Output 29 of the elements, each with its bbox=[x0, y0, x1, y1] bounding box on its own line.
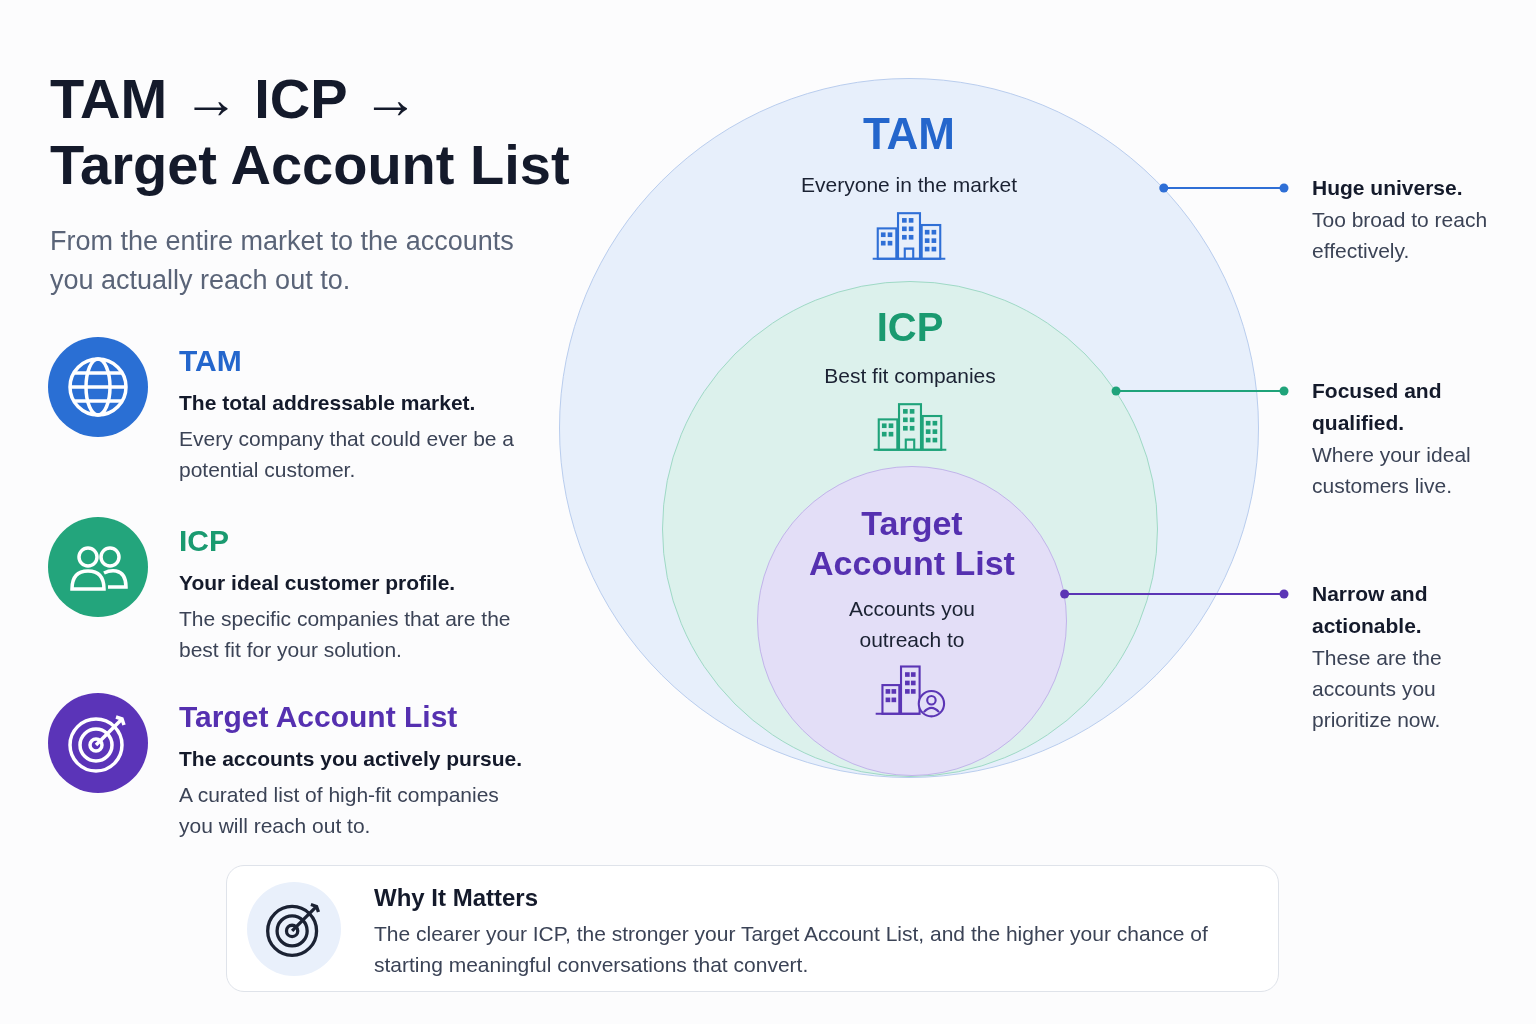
circle-title: TAM bbox=[861, 109, 956, 159]
leader-line bbox=[1159, 183, 1289, 193]
leader-line bbox=[1060, 589, 1289, 599]
row-description: The specific companies that are the best fit for your solution. bbox=[179, 606, 512, 663]
row-summary: The total addressable market. bbox=[179, 390, 476, 416]
row-summary: The accounts you actively pursue. bbox=[179, 746, 523, 772]
subtitle: From the entire market to the accounts you actually reach out to. bbox=[50, 225, 515, 297]
page-title: TAM → ICP → Target Account List bbox=[50, 66, 571, 198]
callout-text: These are the accounts you prioritize now. bbox=[1312, 645, 1443, 733]
row-summary: Your ideal customer profile. bbox=[179, 570, 456, 596]
callout-heading: Focused and qualified. bbox=[1312, 378, 1443, 436]
leader-line bbox=[1111, 386, 1289, 396]
circle-description: Accounts you outreach to bbox=[847, 596, 977, 653]
card-text: The clearer your ICP, the stronger your Target Account List, and the higher your chance of starting meaningful conversations that convert. bbox=[374, 921, 1209, 978]
row-heading: ICP bbox=[179, 523, 229, 559]
circle-description: Everyone in the market bbox=[800, 172, 1018, 198]
circle-title: ICP bbox=[875, 304, 945, 350]
row-description: Every company that could ever be a potential customer. bbox=[179, 426, 515, 483]
row-description: A curated list of high-fit companies you will reach out to. bbox=[179, 782, 500, 839]
callout-heading: Narrow and actionable. bbox=[1312, 581, 1429, 639]
callout-heading: Huge universe. bbox=[1312, 175, 1464, 201]
callout-text: Where your ideal customers live. bbox=[1312, 442, 1472, 499]
row-heading: TAM bbox=[179, 343, 242, 379]
card-heading: Why It Matters bbox=[374, 883, 538, 913]
row-heading: Target Account List bbox=[179, 699, 458, 735]
circle-description: Best fit companies bbox=[823, 363, 997, 389]
info-card bbox=[226, 865, 1279, 992]
callout-text: Too broad to reach effectively. bbox=[1312, 207, 1489, 264]
circle-title: Target Account List bbox=[808, 503, 1016, 583]
